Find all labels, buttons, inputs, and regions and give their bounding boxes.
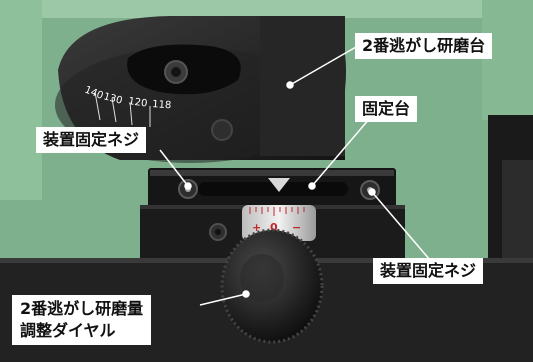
scale-mark-130: 130 — [102, 91, 123, 107]
label-adjustment-dial-line2: 調整ダイヤル — [20, 321, 116, 340]
dial-mark-plus: + — [252, 221, 261, 234]
scale-mark-120: 120 — [128, 96, 148, 110]
label-relief-grinding-base: 2番逃がし研磨台 — [355, 33, 493, 59]
upper-bracket — [260, 16, 345, 156]
right-green-panel — [482, 0, 533, 120]
dial-ticks — [249, 207, 305, 216]
dial-mark-zero: 0 — [270, 221, 278, 234]
dial-mark-minus: − — [292, 221, 301, 234]
label-fixing-screw-right: 装置固定ネジ — [373, 258, 484, 284]
label-adjustment-dial: 2番逃がし研磨量 調整ダイヤル — [12, 295, 152, 345]
left-green-panel — [0, 0, 42, 200]
label-fixing-screw-left: 装置固定ネジ — [36, 127, 147, 153]
right-dark-window — [502, 160, 533, 270]
label-fixing-base: 固定台 — [355, 96, 418, 122]
scale-mark-118: 118 — [152, 99, 172, 111]
index-triangle — [268, 178, 290, 192]
upper-green-face — [42, 0, 482, 18]
label-adjustment-dial-line1: 2番逃がし研磨量 — [20, 299, 144, 318]
side-bolt — [211, 119, 233, 141]
